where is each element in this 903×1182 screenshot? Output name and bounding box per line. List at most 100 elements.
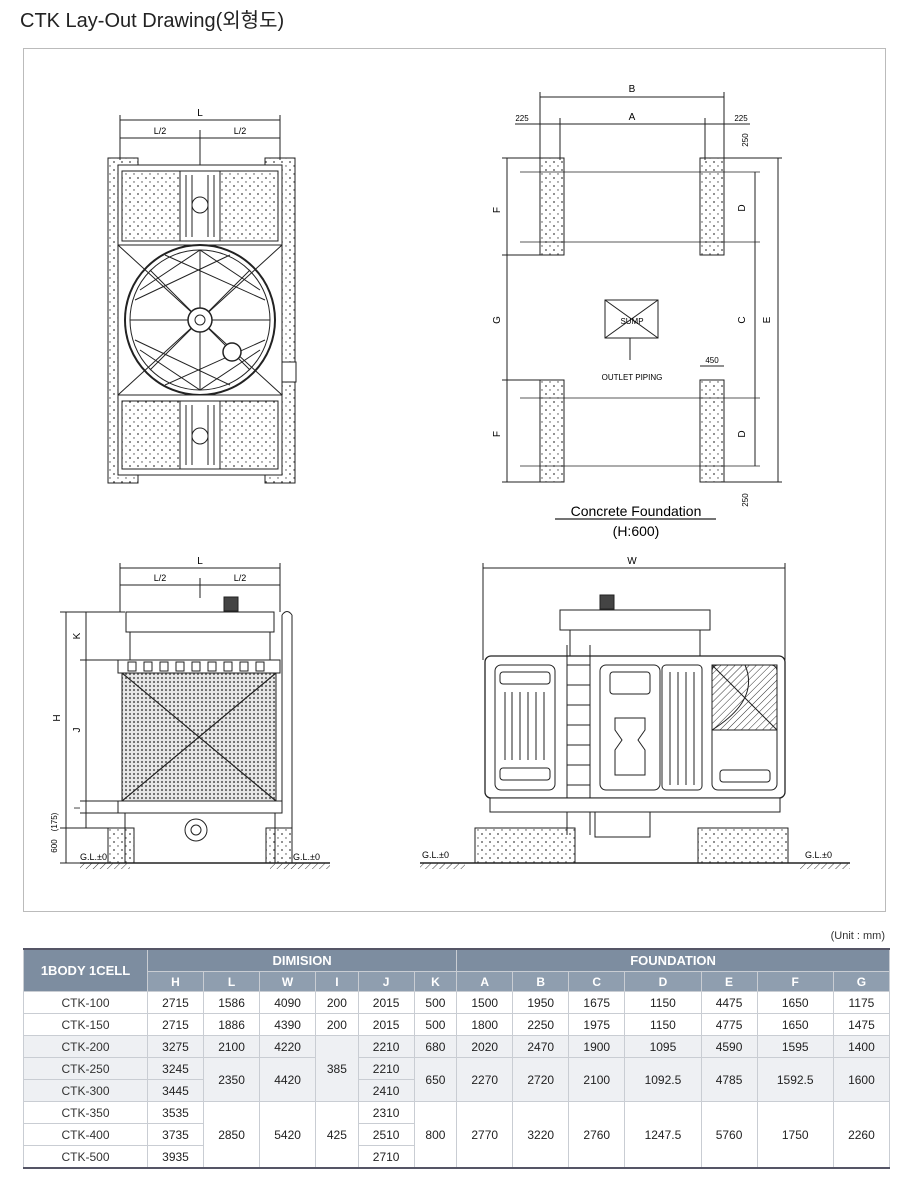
table-cell: 2715 [146,1013,205,1036]
table-cell: 1600 [832,1057,891,1102]
table-cell: 4785 [700,1057,758,1102]
col-l: L [203,971,261,992]
col-e: E [700,971,758,992]
col-h: H [146,971,205,992]
table-cell: 2760 [568,1101,626,1169]
side-view [60,563,330,869]
top-l-half-label-right: L/2 [234,126,247,136]
table-row: CTK-400 3735 2510 [23,1123,890,1146]
table-cell: 2350 [203,1057,261,1102]
table-cell: 1800 [456,1013,514,1036]
table-cell: 1886 [203,1013,261,1036]
foundation-450-label: 450 [705,356,719,365]
col-d: D [624,971,702,992]
drawing-frame [23,48,886,912]
col-c: C [568,971,626,992]
table-cell: 2015 [357,1013,415,1036]
table-cell: 2850 [203,1101,261,1169]
table-cell: 1092.5 [624,1057,702,1102]
table-cell: 1095 [624,1035,702,1058]
side-i-label: I [73,807,82,809]
model-cell: CTK-150 [23,1013,148,1036]
model-cell: CTK-500 [23,1145,148,1169]
side-gl-left: G.L.±0 [80,852,107,862]
table-cell: 1175 [832,991,891,1014]
table-cell: 4090 [259,991,317,1014]
table-cell: 2210 [357,1035,415,1058]
table-cell: 2310 [357,1101,415,1124]
front-gl-left: G.L.±0 [422,850,449,860]
table-cell: 1475 [832,1013,891,1036]
table-cell: 4590 [700,1035,758,1058]
col-i: I [315,971,359,992]
table-cell: 3245 [146,1057,205,1080]
col-j: J [357,971,415,992]
table-cell: 385 [315,1035,359,1102]
table-cell: 2510 [357,1123,415,1146]
col-k: K [413,971,458,992]
table-cell: 1150 [624,991,702,1014]
table-cell: 2470 [512,1035,570,1058]
table-cell: 1400 [832,1035,891,1058]
foundation-group-header: FOUNDATION [456,948,890,972]
front-gl-right: G.L.±0 [805,850,832,860]
col-a: A [456,971,514,992]
table-row: CTK-250 3245 2350 4420 2210 650 2270 272… [23,1057,891,1102]
table-cell: 2100 [203,1035,261,1058]
table-row: CTK-300 3445 2410 [23,1079,890,1102]
foundation-f-top: F [492,207,503,213]
table-cell: 2260 [832,1101,891,1169]
front-w-label: W [627,556,637,567]
table-cell: 3445 [146,1079,205,1102]
side-l-label: L [197,556,203,567]
dimension-group-header: DIMISION [146,948,458,972]
col-f: F [756,971,834,992]
top-l-label: L [197,108,203,119]
sump-label: SUMP [620,317,643,326]
table-cell: 2210 [357,1057,415,1080]
table-cell: 5420 [259,1101,317,1169]
table-cell: 680 [413,1035,458,1058]
table-cell: 4775 [700,1013,758,1036]
table-row: CTK-100 2715 1586 4090 200 2015 500 1500… [23,991,891,1014]
table-cell: 2015 [357,991,415,1014]
side-175-label: (175) [50,812,59,831]
col-g: G [832,971,891,992]
foundation-225-right: 225 [734,114,748,123]
table-cell: 200 [315,991,359,1014]
table-cell: 200 [315,1013,359,1036]
table-cell: 3535 [146,1101,205,1124]
table-cell: 1650 [756,1013,834,1036]
page-title: CTK Lay-Out Drawing(외형도) [20,10,285,32]
foundation-a-label: A [629,112,636,123]
foundation-caption-sub: (H:600) [613,523,660,539]
table-cell: 1247.5 [624,1101,702,1169]
table-cell: 1650 [756,991,834,1014]
table-cell: 2410 [357,1079,415,1102]
unit-note: (Unit : mm) [830,930,885,942]
table-cell: 800 [413,1101,458,1169]
top-l-half-label-left: L/2 [154,126,167,136]
spec-table: 1BODY 1CELL DIMISION FOUNDATION H L W I … [23,948,891,1169]
front-view [420,563,850,869]
table-cell: 1592.5 [756,1057,834,1102]
table-cell: 3935 [146,1145,205,1169]
side-k-label: K [72,632,83,639]
top-view [107,115,297,484]
table-cell: 2270 [456,1057,514,1102]
model-cell: CTK-250 [23,1057,148,1080]
table-row: CTK-200 3275 2100 4220 385 2210 680 2020… [23,1035,891,1102]
col-b: B [512,971,570,992]
foundation-e-label: E [762,316,773,323]
model-cell: CTK-100 [23,991,148,1014]
table-cell: 5760 [700,1101,758,1169]
table-cell: 3220 [512,1101,570,1169]
table-cell: 3275 [146,1035,205,1058]
table-cell: 2715 [146,991,205,1014]
table-cell: 1675 [568,991,626,1014]
foundation-g-label: G [492,316,503,324]
model-cell: CTK-200 [23,1035,148,1058]
side-h-label: H [52,714,63,721]
table-cell: 1975 [568,1013,626,1036]
foundation-d-top: D [737,204,748,211]
